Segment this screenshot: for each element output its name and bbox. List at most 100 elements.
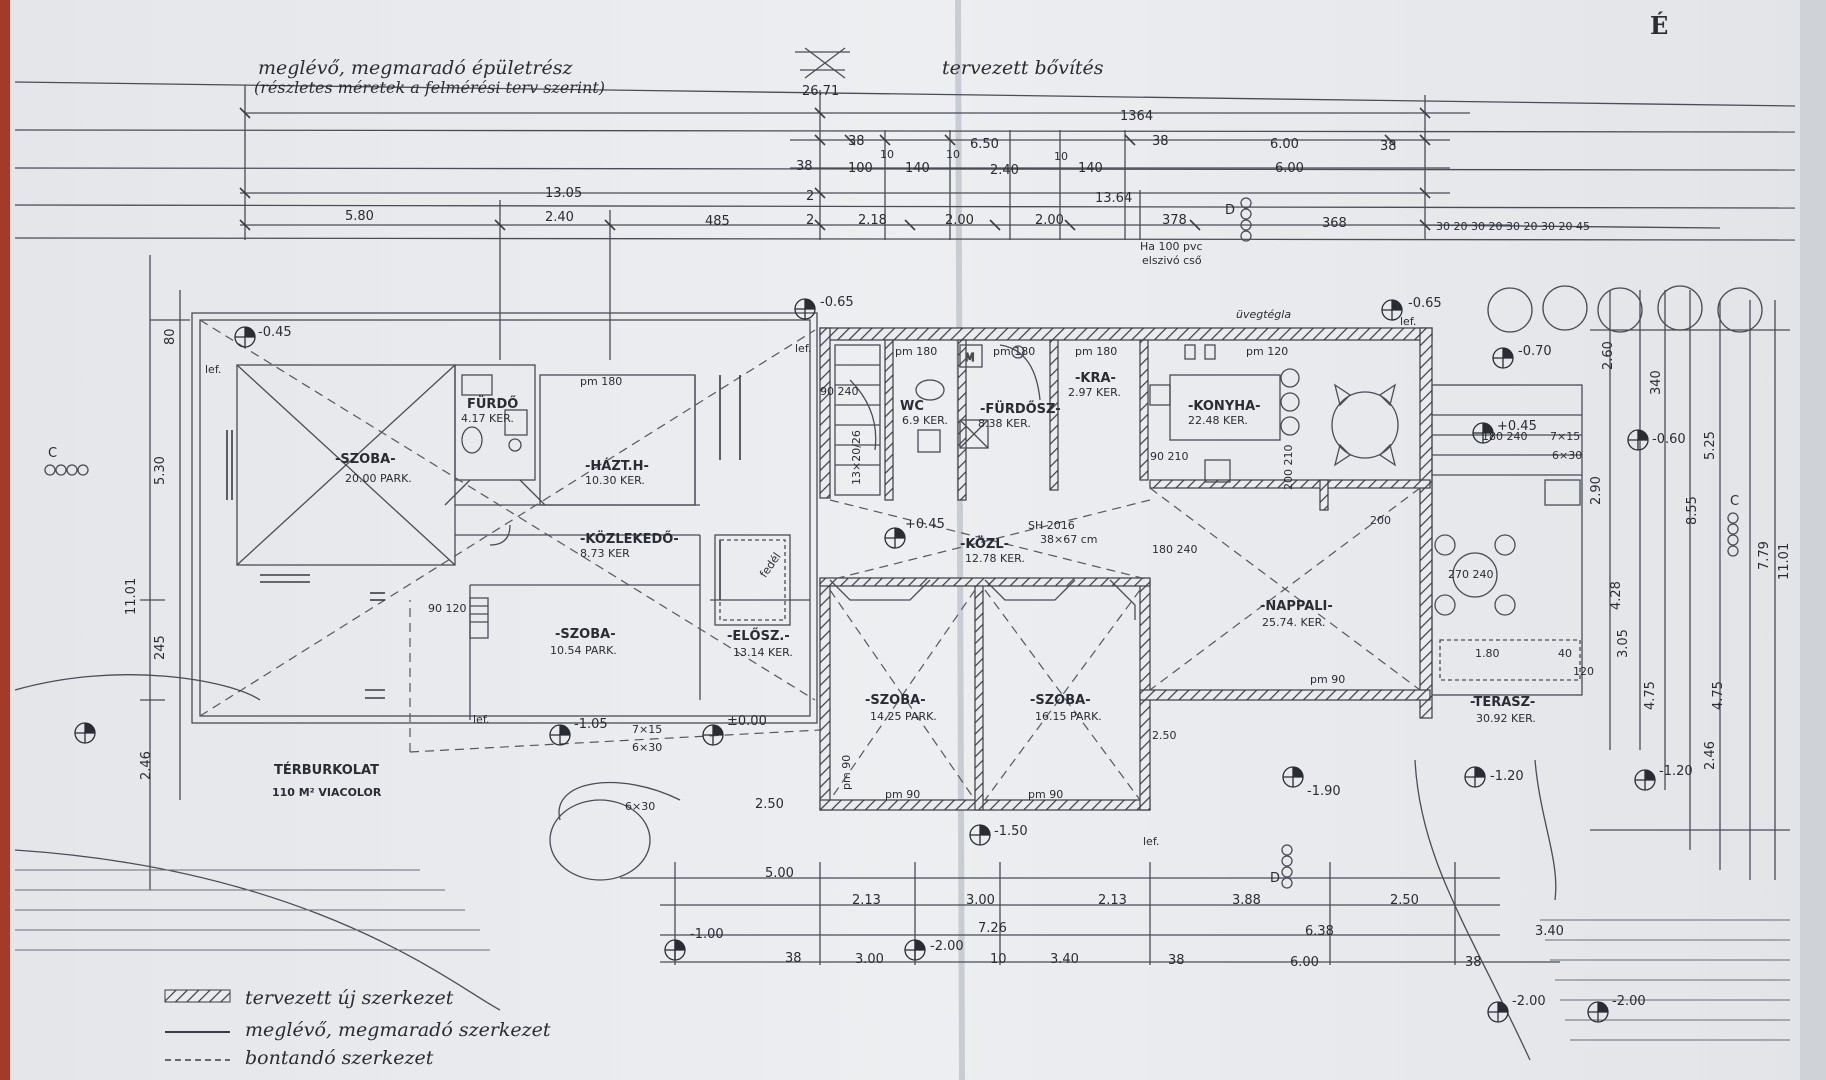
elosz-area [714,534,791,626]
kitchen-fixtures [1149,344,1399,483]
room-furdo-1-name: FÜRDŐ [467,396,518,412]
room-kra-name: -KRA- [1075,371,1116,386]
side-dim-246: 2.46 [139,751,154,780]
side-dim-1101: 11.01 [124,578,139,615]
section-mark-d-bottom: D [1270,871,1280,886]
level-l6: -0.60 [1652,432,1686,447]
note-door-180-240-a: 180 240 [1152,543,1198,556]
bottom-dim-388: 3.88 [1232,893,1261,908]
level-l7: +0.45 [905,517,945,532]
right-dim-260: 2.60 [1601,341,1616,370]
section-mark-c-left-circles [44,464,89,476]
level-l15: -2.00 [930,939,964,954]
note-door-90-240: 90 240 [820,385,859,398]
terburkolat-area: 110 M² VIACOLOR [272,786,382,799]
bottom-dim-726: 7.26 [978,921,1007,936]
top-height-marker [795,47,850,79]
right-dim-779: 7.79 [1757,541,1772,570]
room-kra-area: 2.97 KER. [1068,386,1121,399]
section-mark-c-right: C [1730,494,1739,509]
level-l11: -1.90 [1307,784,1341,799]
legend-demolish-label: bontandó szerkezet [245,1047,434,1069]
note-pm180-a: pm 180 [580,375,622,388]
room-terasz-area: 30.92 KER. [1476,712,1536,725]
bottom-dim-340-b: 3.40 [1050,952,1079,967]
bottom-dim-250: 2.50 [1390,893,1419,908]
note-sh-1: SH 2016 [1028,519,1075,532]
level-l13: -1.20 [1659,764,1693,779]
note-180: 1.80 [1475,647,1500,660]
right-dim-525: 5.25 [1703,431,1718,460]
note-pipe-2: elszivó cső [1142,254,1202,267]
room-szoba-1-area: 20.00 PARK. [345,472,412,485]
bottom-dim-300-a: 3.00 [966,893,995,908]
north-mark: É [1650,11,1668,40]
level-l12: -1.20 [1490,769,1524,784]
trees-top-right [1487,285,1763,333]
room-szoba-4-name: -SZOBA- [1030,693,1091,708]
room-szoba-3-name: -SZOBA- [865,693,926,708]
room-szoba-2-name: -SZOBA- [555,627,616,642]
note-uvegtegla: üvegtégla [1236,308,1291,321]
note-40: 40 [1558,647,1572,660]
level-l16: -2.00 [1512,994,1546,1009]
right-dim-305: 3.05 [1616,629,1631,658]
room-nappali-area: 25.74. KER. [1262,616,1325,629]
level-l17: -2.00 [1612,994,1646,1009]
room-furdo-1-area: 4.17 KER. [461,412,514,425]
room-konyha-name: -KONYHA- [1188,399,1261,414]
room-kozl-2-area: 12.78 KER. [965,552,1025,565]
dim-38-c: 38 [1380,139,1397,154]
bottom-dim-213-a: 2.13 [852,893,881,908]
level-l3: -0.65 [1408,296,1442,311]
dim-485: 485 [705,214,730,229]
dimension-lines-left [140,255,190,890]
note-pm90-c: pm 90 [1028,788,1063,801]
dim-10-c: 10 [1054,150,1068,163]
dim-200-a: 2.00 [945,213,974,228]
note-lef-4: lef. [473,713,489,726]
dimension-lines-bottom [620,862,1560,965]
note-stair-3: 6×30 [632,741,662,754]
room-hazt-area: 10.30 KER. [585,474,645,487]
dimension-lines-top [14,81,1796,360]
dim-10-a: 10 [880,148,894,161]
level-l5: +0.45 [1497,419,1537,434]
room-hazt-name: -HÁZT.H- [585,458,649,474]
dimension-ticks-top [239,107,1431,231]
dim-2-b: 2 [806,213,814,228]
room-szoba-1-name: -SZOBA- [335,452,396,467]
room-wc-name: WC [900,399,924,414]
room-kozl-1-name: -KÖZLEKEDŐ- [580,531,679,547]
side-dim-80: 80 [163,328,178,345]
right-dim-855: 8.55 [1685,496,1700,525]
legend: tervezett új szerkezet meglévő, megmarad… [164,987,551,1069]
dim-38-b: 38 [1152,134,1169,149]
bottom-dim-250-a: 2.50 [755,797,784,812]
note-door-90-120: 90 120 [428,602,467,615]
room-furdo-2-name: -FÜRDŐSZ- [980,401,1061,417]
site-hatching [15,869,1790,1041]
dim-1364-mid: 13.64 [1095,191,1132,206]
legend-new-label: tervezett új szerkezet [245,987,454,1009]
planned-extension-label: tervezett bővítés [942,57,1104,79]
room-kozl-2-name: -KÖZL- [960,536,1009,552]
bottom-dim-500: 5.00 [765,866,794,881]
note-pm180-b: pm 180 [895,345,937,358]
section-mark-d-top-circles [1240,197,1252,242]
section-mark-c-right-circles [1727,512,1739,557]
dim-38-a: 38 [848,134,865,149]
section-mark-d-top: D [1225,203,1235,218]
right-dim-475-b: 4.75 [1711,681,1726,710]
note-pipe-1: Ha 100 pvc [1140,240,1203,253]
existing-note-line-2: (részletes méretek a felmérési terv szer… [254,78,605,97]
paper-fold [955,0,965,1080]
interior-stairs [834,344,881,496]
right-dim-290: 2.90 [1589,476,1604,505]
note-200: 200 [1370,514,1391,527]
dim-240-top: 2.40 [990,163,1019,178]
room-konyha-area: 22.48 KER. [1188,414,1248,427]
note-door-200-210: 200 210 [1282,445,1295,491]
